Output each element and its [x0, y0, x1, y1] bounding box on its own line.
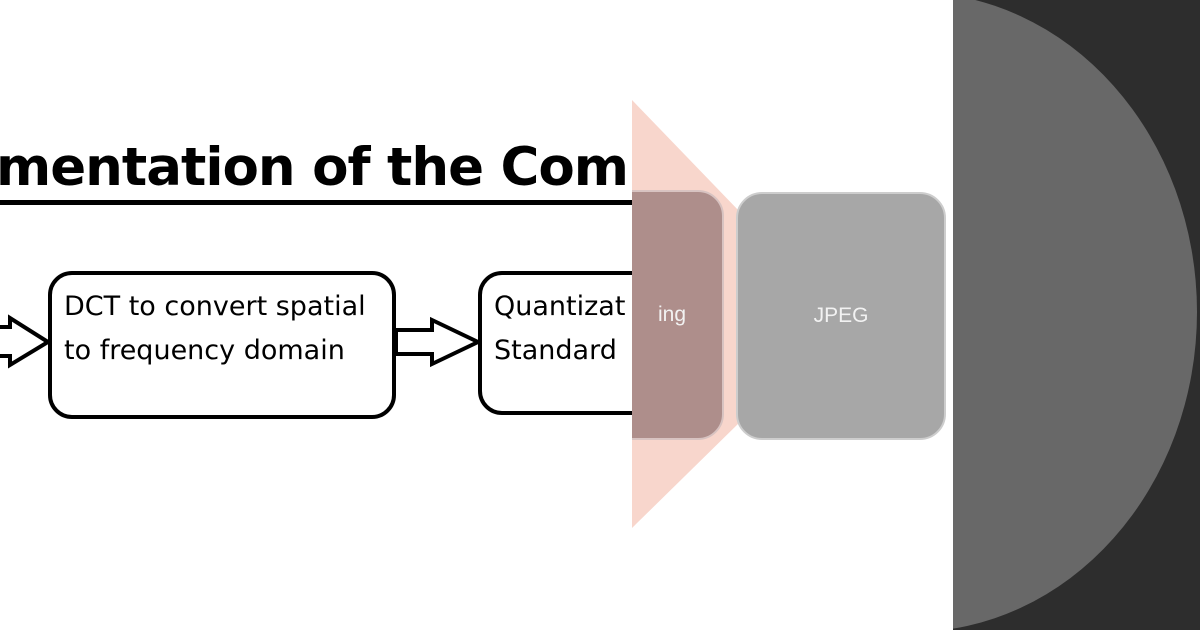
- title-underline: [0, 200, 632, 205]
- jpeg-step-box: JPEG: [736, 192, 946, 440]
- dct-step-line-1: DCT to convert spatial: [64, 291, 366, 322]
- connector-arrow: [394, 316, 483, 368]
- quantization-step-line-2: Standard: [494, 335, 617, 366]
- slide-title: mentation of the Com: [0, 137, 629, 198]
- encoding-step-box: ing: [632, 190, 724, 440]
- quantization-step-line-1: Quantizat: [494, 291, 626, 322]
- left-slide-fragment: mentation of the Com DCT to convert spat…: [0, 137, 632, 419]
- encoding-step-label: ing: [657, 303, 686, 326]
- jpeg-step-label: JPEG: [813, 304, 869, 327]
- quantization-step-box: Quantizat Standard: [478, 271, 632, 415]
- dct-step-box: DCT to convert spatial to frequency doma…: [48, 271, 396, 419]
- incoming-arrow: [0, 314, 52, 369]
- decorative-circle: [953, 0, 1197, 630]
- right-slide-fragment: [953, 0, 1200, 630]
- middle-slide-fragment: ing JPEG: [632, 0, 953, 630]
- flow-arrows: [0, 314, 483, 369]
- dct-step-line-2: to frequency domain: [64, 335, 345, 366]
